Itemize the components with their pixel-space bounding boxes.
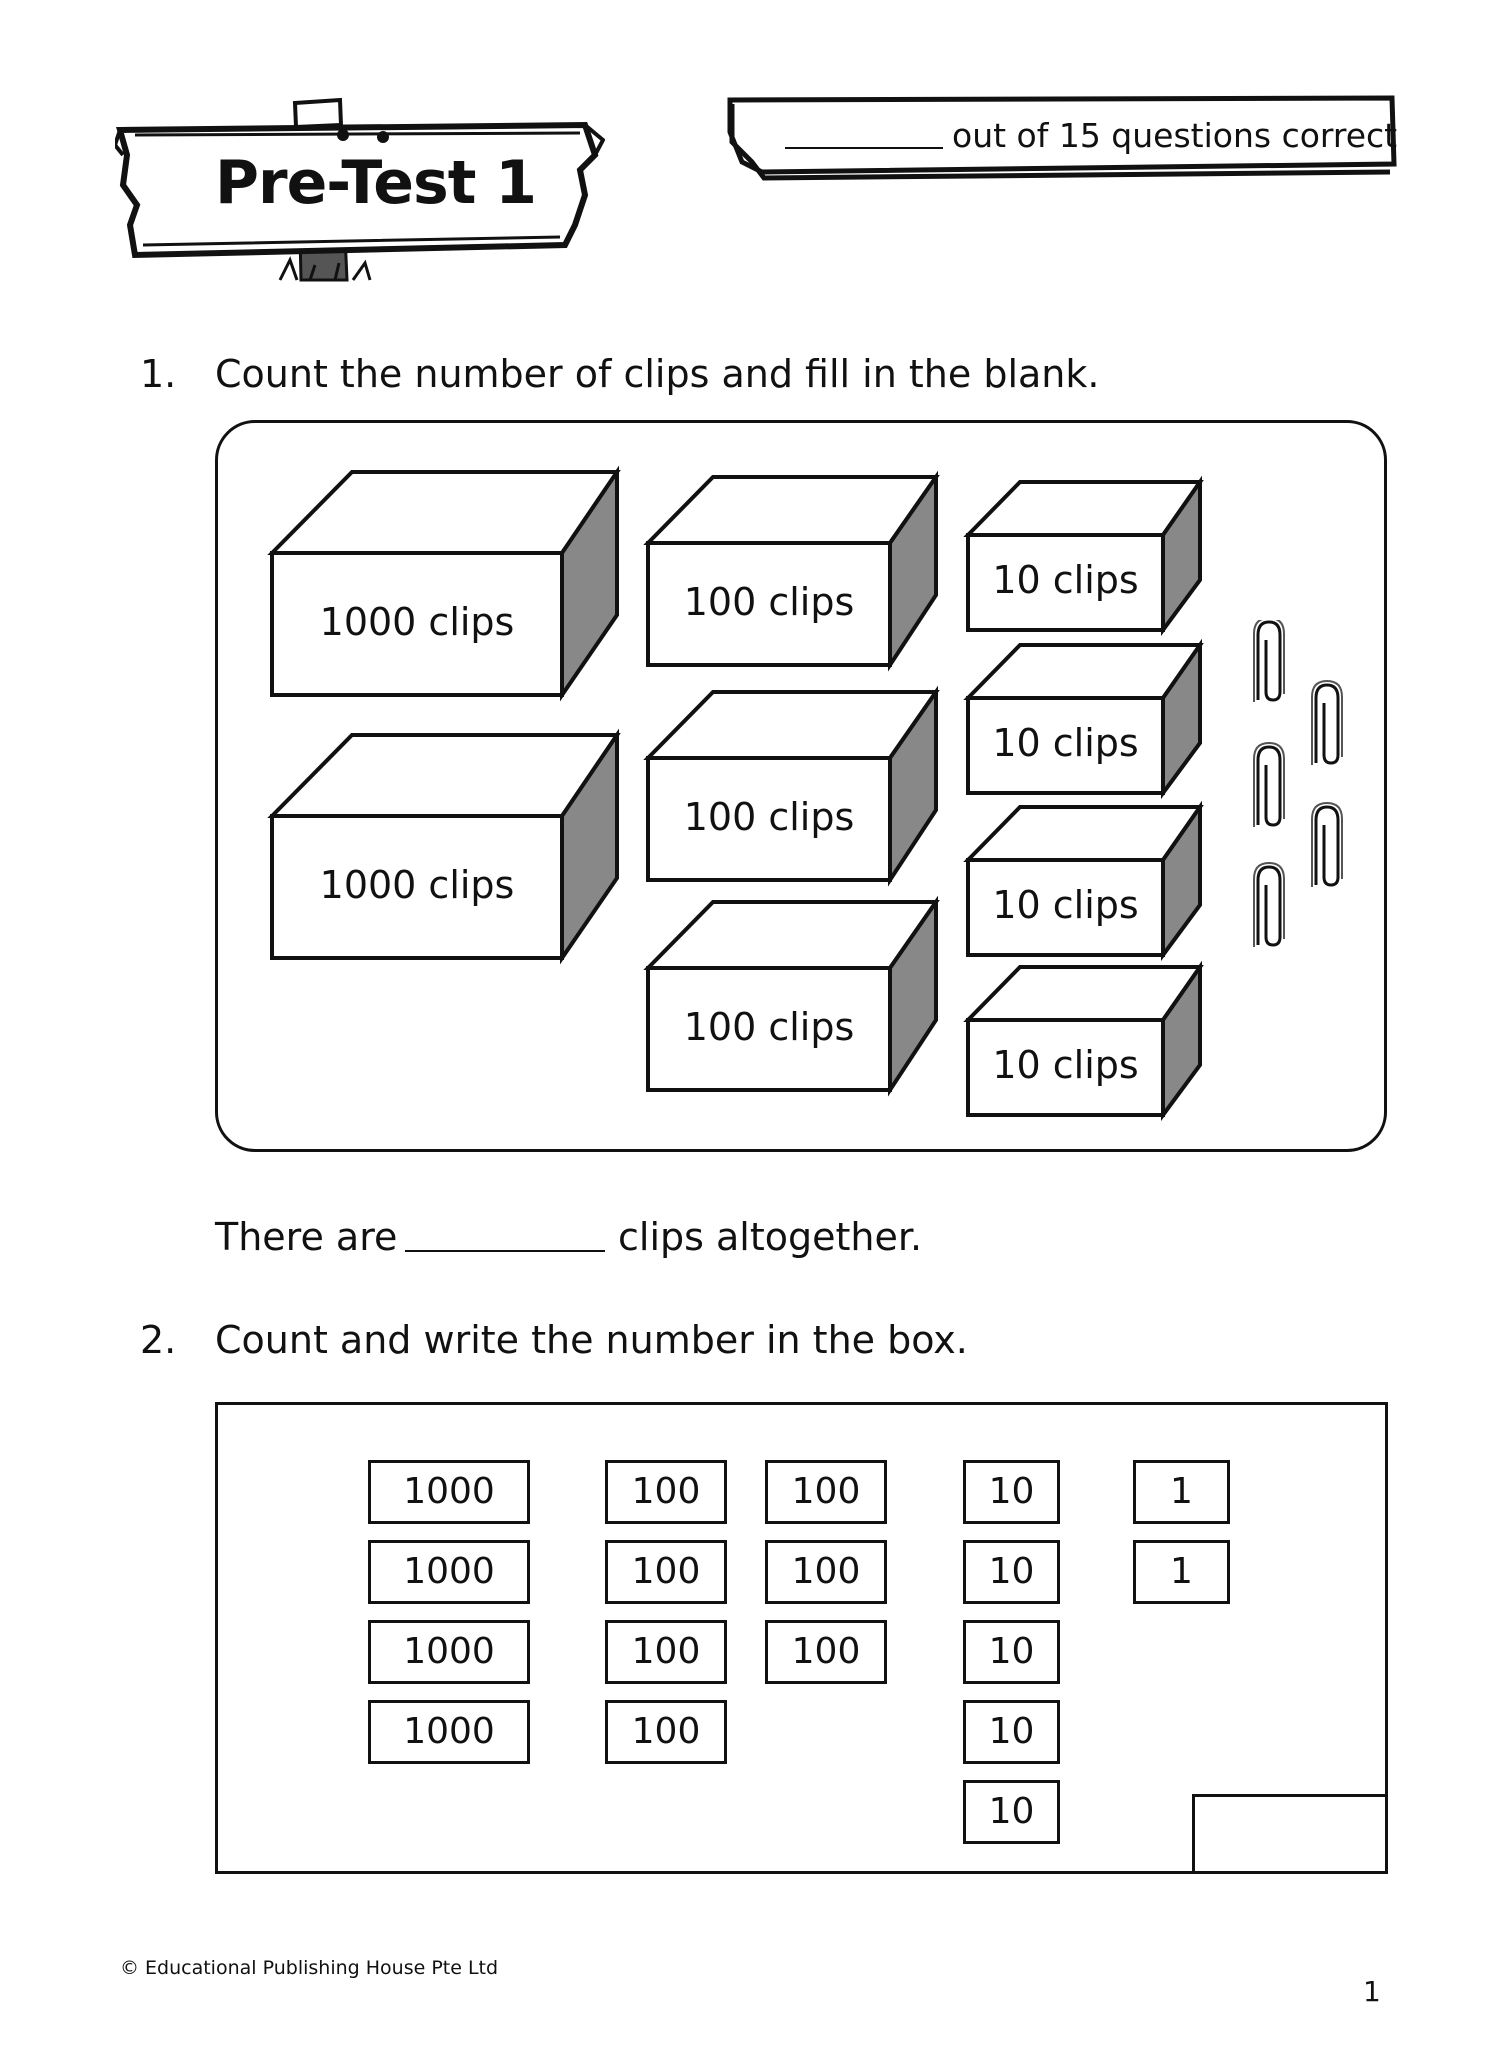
question-2-prompt: Count and write the number in the box. (215, 1318, 968, 1362)
card-10: 10 (963, 1620, 1060, 1684)
number-cards-panel (215, 1402, 1388, 1874)
paperclip-icon (1311, 679, 1343, 765)
card-10: 10 (963, 1460, 1060, 1524)
answer-suffix: clips altogether. (618, 1215, 923, 1259)
box-label: 10 clips (992, 1043, 1139, 1087)
score-blank[interactable] (785, 147, 943, 149)
card-1: 1 (1133, 1460, 1230, 1524)
card-100: 100 (765, 1540, 887, 1604)
card-100: 100 (605, 1540, 727, 1604)
score-label: out of 15 questions correct (952, 116, 1398, 155)
card-1000: 1000 (368, 1620, 530, 1684)
page-title: Pre-Test 1 (215, 148, 537, 218)
box-label: 10 clips (992, 721, 1139, 765)
card-100: 100 (605, 1460, 727, 1524)
box-label: 10 clips (992, 883, 1139, 927)
paperclip-icon (1253, 861, 1285, 947)
answer-blank[interactable] (405, 1250, 605, 1252)
clips-panel (215, 420, 1387, 1152)
answer-prefix: There are (215, 1215, 398, 1259)
paperclip-icon (1253, 620, 1285, 702)
card-1000: 1000 (368, 1460, 530, 1524)
box-label: 100 clips (683, 1005, 855, 1049)
answer-box[interactable] (1192, 1794, 1388, 1874)
card-1: 1 (1133, 1540, 1230, 1604)
card-10: 10 (963, 1700, 1060, 1764)
card-100: 100 (765, 1460, 887, 1524)
copyright-notice: © Educational Publishing House Pte Ltd (120, 1957, 499, 1979)
box-label: 1000 clips (319, 863, 515, 907)
page-number: 1 (1363, 1975, 1381, 2008)
box-label: 100 clips (683, 580, 855, 624)
question-1-number: 1. (140, 352, 177, 396)
card-100: 100 (765, 1620, 887, 1684)
card-100: 100 (605, 1620, 727, 1684)
pretest-sign-illustration (115, 97, 605, 282)
paperclip-icon (1311, 801, 1343, 887)
card-1000: 1000 (368, 1700, 530, 1764)
card-1000: 1000 (368, 1540, 530, 1604)
box-label: 10 clips (992, 558, 1139, 602)
card-10: 10 (963, 1780, 1060, 1844)
score-banner-illustration (727, 95, 1397, 181)
question-1-prompt: Count the number of clips and fill in th… (215, 352, 1100, 396)
question-2-number: 2. (140, 1318, 177, 1362)
card-100: 100 (605, 1700, 727, 1764)
box-label: 100 clips (683, 795, 855, 839)
loose-clips-group (1253, 620, 1343, 947)
box-label: 1000 clips (319, 600, 515, 644)
paperclip-icon (1253, 741, 1285, 827)
card-10: 10 (963, 1540, 1060, 1604)
